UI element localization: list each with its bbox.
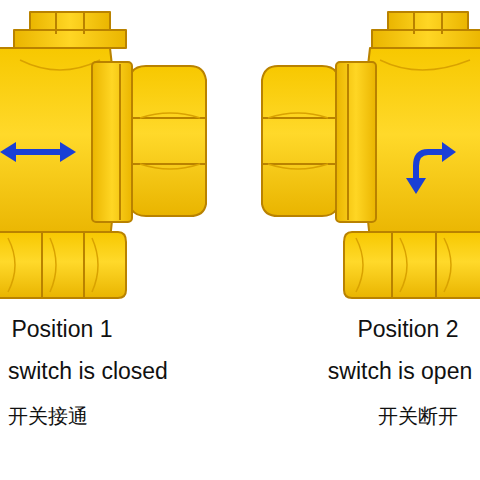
caption-text: switch is closed	[8, 358, 168, 386]
left-valve	[0, 12, 206, 298]
caption-chinese: 开关断开	[378, 404, 458, 428]
caption-chinese: 开关接通	[8, 404, 88, 428]
caption-text: switch is open	[328, 358, 472, 386]
caption-text: Position 2	[357, 316, 458, 344]
right-valve	[262, 12, 480, 298]
flow-arrow-straight	[0, 142, 76, 162]
flow-arrow-turn	[406, 142, 456, 194]
caption-text: Position 1	[11, 316, 112, 344]
